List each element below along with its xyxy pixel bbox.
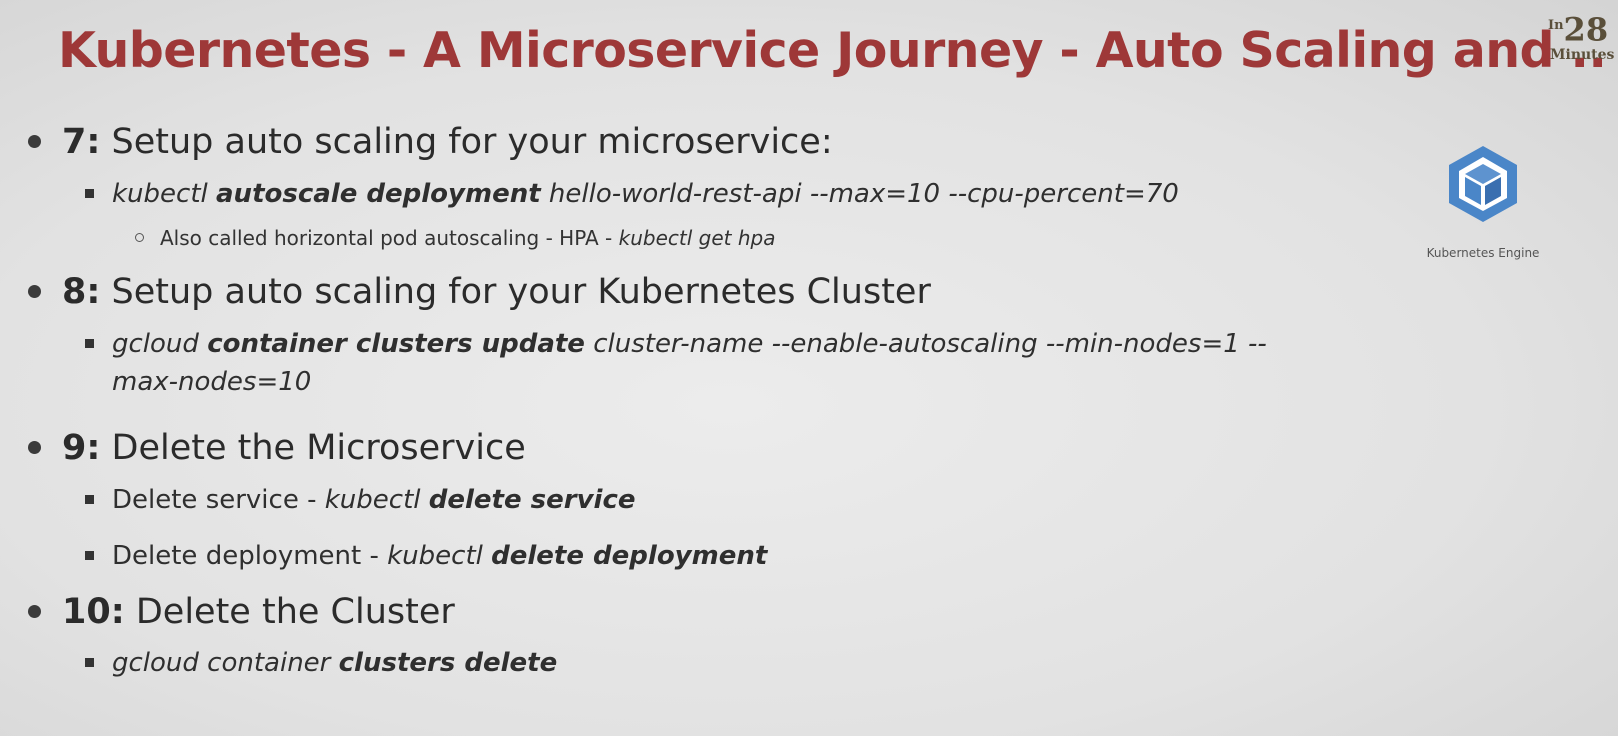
item-text: Delete deployment - [112, 541, 388, 571]
badge-number: 28 [1563, 10, 1609, 49]
bullet-square [85, 658, 94, 667]
command-part: delete deployment [491, 541, 768, 571]
item-text: Delete service - [112, 485, 325, 515]
kubernetes-engine-logo: Kubernetes Engine [1418, 142, 1548, 260]
command-part: kubectl [112, 179, 208, 209]
bullet-circle [135, 233, 144, 242]
bullet-dot [28, 605, 41, 618]
bullet-square [85, 339, 94, 348]
step-9-delete-service: Delete service - kubectl delete service [85, 481, 636, 519]
bullet-square [85, 551, 94, 560]
step-9-delete-deployment: Delete deployment - kubectl delete deplo… [85, 537, 768, 575]
command-part: hello-world-rest-api --max=10 --cpu-perc… [548, 179, 1179, 209]
kubernetes-engine-icon [1449, 146, 1517, 222]
command-part: kubectl [387, 541, 483, 571]
step-8-command: gcloud container clusters update cluster… [85, 325, 1372, 401]
slide-title: Kubernetes - A Microservice Journey - Au… [58, 22, 1607, 79]
command-part: max-nodes=10 [112, 367, 312, 397]
step-number: 7: [62, 122, 101, 162]
bullet-dot [28, 135, 41, 148]
step-number: 8: [62, 272, 101, 312]
badge-number-line: In28 [1548, 10, 1618, 46]
command-part: gcloud [112, 329, 199, 359]
command-part: clusters delete [338, 648, 558, 678]
step-heading-text: Setup auto scaling for your microservice… [111, 122, 833, 162]
command-part: delete service [428, 485, 636, 515]
step-8-heading: 8: Setup auto scaling for your Kubernete… [28, 270, 931, 314]
command-part: kubectl [324, 485, 421, 515]
step-7-command: kubectl autoscale deployment hello-world… [85, 175, 1179, 213]
step-10-heading: 10: Delete the Cluster [28, 590, 455, 634]
note-command: kubectl get hpa [618, 226, 776, 250]
command-part: gcloud container [112, 648, 331, 678]
step-7-note: Also called horizontal pod autoscaling -… [135, 224, 776, 252]
badge-subtitle: Minutes [1550, 46, 1615, 63]
note-text: Also called horizontal pod autoscaling -… [160, 226, 619, 250]
bullet-square [85, 495, 94, 504]
bullet-dot [28, 441, 41, 454]
command-part: autoscale deployment [216, 179, 541, 209]
step-10-command: gcloud container clusters delete [85, 644, 558, 682]
step-heading-text: Delete the Cluster [135, 592, 455, 632]
step-number: 9: [62, 428, 101, 468]
step-7-heading: 7: Setup auto scaling for your microserv… [28, 120, 833, 164]
badge-superscript: In [1548, 18, 1564, 33]
bullet-square [85, 189, 94, 198]
command-part: cluster-name --enable-autoscaling --min-… [593, 329, 1267, 359]
in-28-minutes-badge: In28 Minutes [1548, 10, 1618, 70]
step-heading-text: Setup auto scaling for your Kubernetes C… [111, 272, 931, 312]
kubernetes-engine-label: Kubernetes Engine [1426, 246, 1540, 260]
bullet-dot [28, 285, 41, 298]
step-heading-text: Delete the Microservice [111, 428, 526, 468]
command-part: container clusters update [207, 329, 585, 359]
step-number: 10: [62, 592, 125, 632]
step-9-heading: 9: Delete the Microservice [28, 426, 526, 470]
